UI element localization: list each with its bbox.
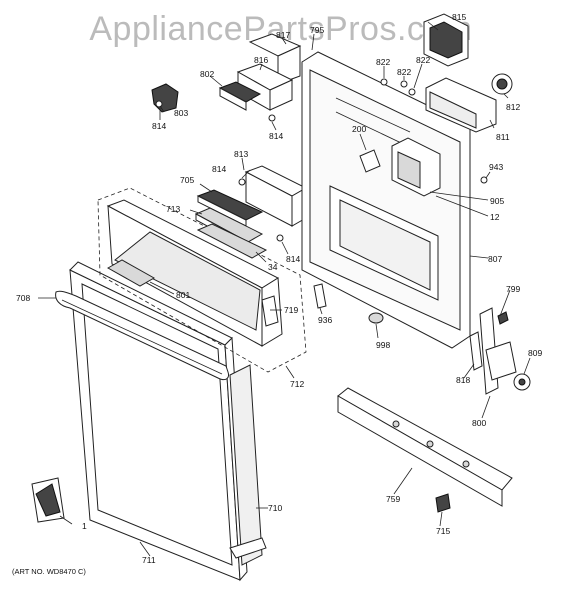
- callout-814-c: 814: [212, 164, 226, 174]
- callout-811: 811: [496, 132, 510, 142]
- screw-715[interactable]: [435, 493, 451, 513]
- callout-802: 802: [200, 69, 214, 79]
- hinge-cover-815[interactable]: [423, 13, 469, 67]
- seal-998[interactable]: [368, 312, 384, 324]
- callout-814-d: 814: [286, 254, 300, 264]
- harness-34[interactable]: [196, 223, 268, 259]
- callout-817: 817: [276, 30, 290, 40]
- callout-936: 936: [318, 315, 332, 325]
- callout-200: 200: [352, 124, 366, 134]
- callout-822-a: 822: [376, 57, 390, 67]
- callout-814-a: 814: [152, 121, 166, 131]
- callout-822-c: 822: [416, 55, 430, 65]
- vent-811[interactable]: [425, 77, 497, 133]
- callout-801: 801: [176, 290, 190, 300]
- callout-812: 812: [506, 102, 520, 112]
- callout-1: 1: [82, 521, 87, 531]
- spring-936[interactable]: [313, 283, 327, 309]
- callout-809: 809: [528, 348, 542, 358]
- callout-712: 712: [290, 379, 304, 389]
- callout-818: 818: [456, 375, 470, 385]
- callout-905: 905: [490, 196, 504, 206]
- cable-pulley-809[interactable]: [513, 373, 531, 391]
- screws: [155, 78, 488, 242]
- callout-12: 12: [490, 212, 500, 222]
- side-trim-panel[interactable]: [229, 364, 267, 566]
- callout-705: 705: [180, 175, 194, 185]
- leader-lines: [38, 21, 531, 557]
- label-packet[interactable]: [31, 477, 65, 523]
- callout-813: 813: [234, 149, 248, 159]
- door-handle[interactable]: [55, 290, 229, 381]
- console-group-outline: [97, 187, 307, 373]
- bracket-817[interactable]: [248, 33, 302, 85]
- link-818[interactable]: [469, 331, 483, 371]
- inner-door-liner[interactable]: [301, 51, 471, 349]
- callout-713: 713: [166, 204, 180, 214]
- screw-799[interactable]: [497, 311, 509, 325]
- control-pad-801[interactable]: [106, 259, 156, 287]
- art-number: (ART NO. WD8470 C): [12, 567, 86, 576]
- vent-bracket-813[interactable]: [244, 165, 308, 227]
- callout-815: 815: [452, 12, 466, 22]
- callout-715: 715: [436, 526, 450, 536]
- callout-719: 719: [284, 305, 298, 315]
- callout-816: 816: [254, 55, 268, 65]
- callout-807: 807: [488, 254, 502, 264]
- callout-822-b: 822: [397, 67, 411, 77]
- callout-998: 998: [376, 340, 390, 350]
- callout-34: 34: [268, 262, 278, 272]
- knob-812[interactable]: [491, 73, 513, 95]
- callout-711: 711: [142, 555, 156, 565]
- control-console[interactable]: [106, 199, 283, 347]
- keypad-705[interactable]: [196, 189, 264, 227]
- callout-795: 795: [310, 25, 324, 35]
- callout-710: 710: [268, 503, 282, 513]
- kick-plate-759[interactable]: [337, 387, 513, 507]
- callout-814-b: 814: [269, 131, 283, 141]
- callout-759: 759: [386, 494, 400, 504]
- latch-802[interactable]: [218, 81, 262, 111]
- bracket-719[interactable]: [261, 295, 279, 327]
- hinge-800[interactable]: [479, 307, 517, 395]
- dispenser-200[interactable]: [359, 137, 441, 197]
- callout-708: 708: [16, 293, 30, 303]
- callout-803: 803: [174, 108, 188, 118]
- callout-799: 799: [506, 284, 520, 294]
- callout-800: 800: [472, 418, 486, 428]
- callout-943: 943: [489, 162, 503, 172]
